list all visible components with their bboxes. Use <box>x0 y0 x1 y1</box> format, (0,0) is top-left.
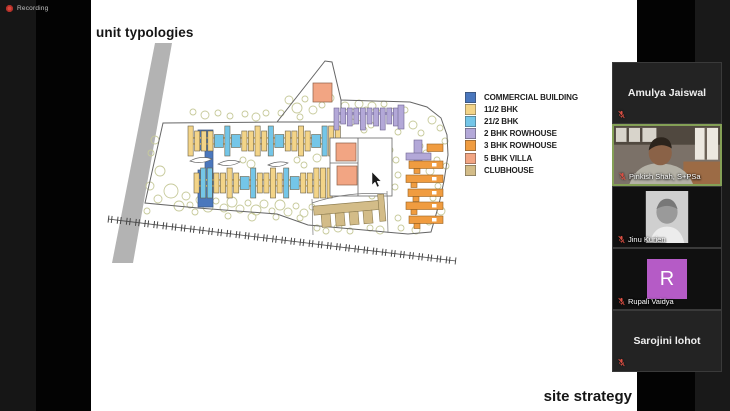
participant-video-feed <box>614 126 720 184</box>
legend-item: 11/2 BHK <box>465 103 578 115</box>
legend-color-chip <box>465 164 476 176</box>
legend-item: 2 BHK ROWHOUSE <box>465 128 578 140</box>
muted-mic-icon <box>618 235 625 244</box>
participant-name-centered: Sarojini lohot <box>633 335 701 347</box>
legend-item-label: COMMERCIAL BUILDING <box>484 92 578 102</box>
villa-1 <box>335 142 357 162</box>
letterbox-left <box>36 0 91 411</box>
legend-item: 3 BHK ROWHOUSE <box>465 140 578 152</box>
participant-name-label: Pinkish Shah, S+PSa <box>618 172 701 181</box>
legend-item: COMMERCIAL BUILDING <box>465 91 578 103</box>
purple-rowhouses <box>333 104 432 162</box>
participant-photo-avatar <box>645 191 689 243</box>
slide-title: unit typologies <box>96 25 194 40</box>
recording-label: Recording <box>17 5 49 12</box>
legend-color-chip <box>465 115 476 127</box>
legend-item: 21/2 BHK <box>465 115 578 127</box>
site-plan-legend: COMMERCIAL BUILDING 11/2 BHK 21/2 BHK 2 … <box>465 91 578 176</box>
legend-item-label: 21/2 BHK <box>484 116 519 126</box>
participant-name-label: Rupali Vaidya <box>617 297 674 306</box>
shared-screen-slide: unit typologies COMMERCIAL BUILDING 11/2… <box>91 0 637 411</box>
legend-item-label: 2 BHK ROWHOUSE <box>484 129 557 139</box>
legend-color-chip <box>465 91 476 103</box>
legend-item-label: 3 BHK ROWHOUSE <box>484 141 557 151</box>
housing-row-2 <box>193 167 333 199</box>
slide-footer: site strategy <box>543 388 632 405</box>
participant-tile-sarojini[interactable]: Sarojini lohot <box>612 310 722 372</box>
recording-indicator: Recording <box>6 5 48 12</box>
legend-color-chip <box>465 128 476 140</box>
participant-tile-amulya[interactable]: Amulya Jaiswal <box>612 62 722 124</box>
orange-rowhouses <box>405 143 444 229</box>
site-plan-drawing <box>107 43 457 265</box>
participants-panel: Amulya Jaiswal <box>612 62 722 372</box>
legend-item: CLUBHOUSE <box>465 164 578 176</box>
muted-mic-icon <box>618 110 625 119</box>
clubhouse-lawn-edge <box>311 190 389 236</box>
legend-item-label: 11/2 BHK <box>484 104 518 114</box>
clubhouse <box>313 193 387 228</box>
legend-item-label: CLUBHOUSE <box>484 165 534 175</box>
legend-item: 5 BHK VILLA <box>465 152 578 164</box>
mouse-cursor <box>371 171 382 188</box>
railway-track <box>107 215 457 265</box>
participant-initial-avatar: R <box>647 259 687 299</box>
villa-2 <box>336 165 358 186</box>
participant-name-centered: Amulya Jaiswal <box>627 87 707 99</box>
participant-tile-rupali[interactable]: R Rupali Vaidya <box>612 248 722 310</box>
villa-top <box>312 82 333 103</box>
road <box>112 43 172 263</box>
legend-color-chip <box>465 152 476 164</box>
window-background-left <box>0 0 36 411</box>
muted-mic-icon <box>618 358 625 367</box>
participant-name-label: Jinu Kurien <box>617 235 666 244</box>
participant-tile-pinkish[interactable]: Pinkish Shah, S+PSa <box>612 124 722 186</box>
recording-dot-icon <box>6 5 13 12</box>
participant-tile-jinu[interactable]: Jinu Kurien <box>612 186 722 248</box>
legend-item-label: 5 BHK VILLA <box>484 153 533 163</box>
lawn-crescents <box>189 157 289 167</box>
legend-color-chip <box>465 103 476 115</box>
muted-mic-icon <box>618 297 625 306</box>
muted-mic-icon <box>619 172 626 181</box>
legend-color-chip <box>465 140 476 152</box>
